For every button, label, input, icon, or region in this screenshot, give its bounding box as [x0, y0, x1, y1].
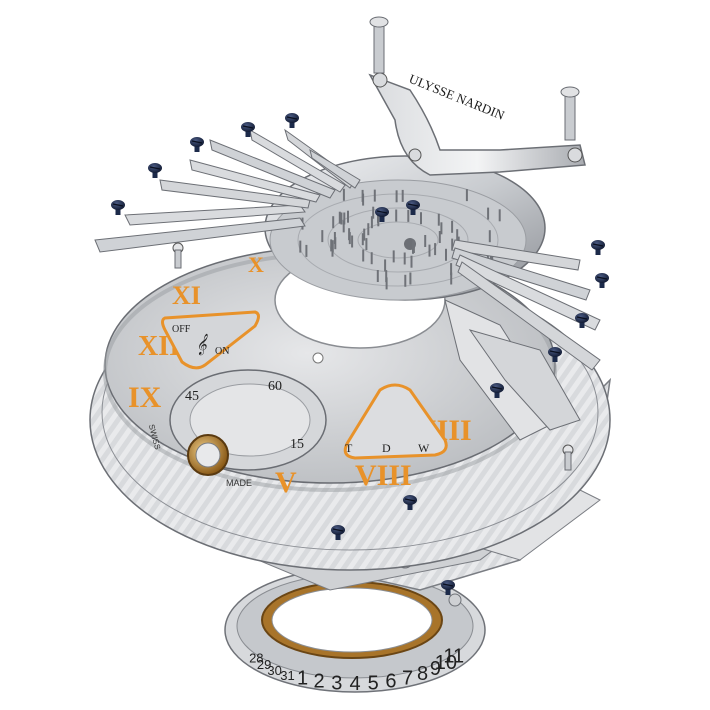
screw-icon [241, 122, 255, 137]
date-number: 29 [257, 657, 271, 672]
date-number: 8 [417, 663, 428, 685]
date-number: 7 [402, 667, 413, 689]
date-number: 3 [331, 672, 342, 694]
screw-icon [369, 16, 389, 74]
date-number: 11 [443, 645, 464, 667]
tdw-window: T D W [343, 383, 448, 460]
subdial-15: 15 [290, 437, 304, 452]
tdw-d: D [382, 441, 391, 455]
off-label: OFF [172, 324, 191, 335]
date-number: 28 [249, 650, 263, 665]
numeral-viii: VIII [355, 459, 412, 492]
on-label: ON [215, 346, 229, 357]
screw-icon [190, 137, 204, 152]
date-number: 4 [349, 673, 360, 695]
screw-icon [285, 113, 299, 128]
numeral-x: X [248, 252, 264, 277]
date-number: 31 [280, 668, 294, 683]
tdw-w: W [418, 441, 430, 455]
treble-clef-icon: 𝄞 [196, 333, 208, 356]
upper-bridge: ULYSSE NARDIN [368, 16, 586, 176]
left-comb [94, 128, 361, 253]
screw-icon [548, 347, 562, 362]
numeral-ix: IX [128, 381, 162, 414]
made-label: MADE [226, 478, 252, 488]
date-number: 1 [297, 667, 308, 689]
screw-icon [331, 525, 345, 540]
screw-icon [490, 383, 504, 398]
numeral-xi: XI [172, 281, 201, 310]
screw-icon [575, 313, 589, 328]
screw-icon [560, 86, 580, 141]
date-number: 5 [368, 672, 379, 694]
numeral-v: V [275, 466, 297, 499]
tdw-t: T [345, 441, 353, 455]
alarm-window: OFF ON 𝄞 [161, 310, 260, 370]
subdial-45: 45 [185, 389, 199, 404]
subdial: 60 45 15 SWISS MADE [147, 369, 327, 488]
date-number: 2 [314, 671, 325, 693]
subdial-60: 60 [268, 379, 282, 394]
date-number: 9 [430, 658, 441, 680]
screw-icon [595, 273, 609, 288]
screw-icon [406, 200, 420, 215]
screw-icon [111, 200, 125, 215]
date-number: 30 [267, 663, 281, 678]
date-number: 6 [385, 671, 396, 693]
screw-icon [148, 163, 162, 178]
screw-icon [591, 240, 605, 255]
right-comb [444, 239, 601, 441]
screw-icon [441, 580, 455, 595]
screw-icon [403, 495, 417, 510]
date-number: 10 [435, 652, 457, 674]
screw-icon [375, 207, 389, 222]
